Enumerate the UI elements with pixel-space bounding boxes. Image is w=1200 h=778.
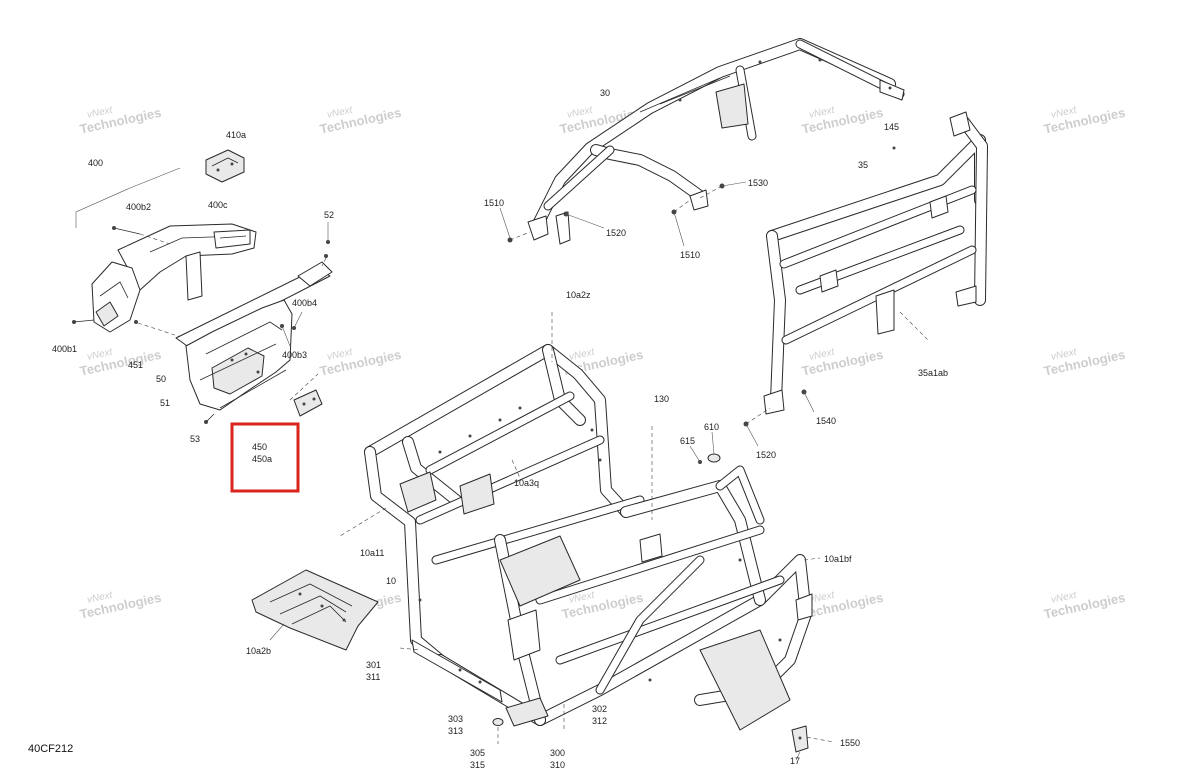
callout-312[interactable]: 312 <box>592 716 607 726</box>
callout-410a[interactable]: 410a <box>226 130 246 140</box>
svg-text:vNext: vNext <box>86 347 114 363</box>
callout-51[interactable]: 51 <box>160 398 170 408</box>
group-bracket-400 <box>75 187 131 228</box>
callout-450a[interactable]: 450a <box>252 454 272 464</box>
callout-10a2z[interactable]: 10a2z <box>566 290 591 300</box>
part-10a2b-skid-panel <box>251 569 379 651</box>
watermark: vNext Technologies <box>800 347 884 379</box>
callout-1510-a[interactable]: 1510 <box>484 198 504 208</box>
callout-10a3q[interactable]: 10a3q <box>514 478 539 488</box>
callout-310[interactable]: 310 <box>550 760 565 770</box>
svg-text:vNext: vNext <box>1050 347 1078 363</box>
part-615-screw <box>689 445 702 464</box>
watermark: vNext Technologies <box>78 347 162 379</box>
svg-text:vNext: vNext <box>566 105 594 121</box>
callout-145[interactable]: 145 <box>884 122 899 132</box>
callout-10a11[interactable]: 10a11 <box>360 548 384 558</box>
callout-1520-a[interactable]: 1520 <box>606 228 626 238</box>
part-410a-bracket <box>205 149 245 183</box>
svg-text:vNext: vNext <box>326 105 354 121</box>
highlight-450[interactable]: 450 450a <box>230 422 300 493</box>
callout-52[interactable]: 52 <box>324 210 334 220</box>
callout-35a1ab[interactable]: 35a1ab <box>918 368 948 378</box>
callout-17[interactable]: 17 <box>790 756 800 766</box>
svg-text:vNext: vNext <box>568 590 596 606</box>
part-400b1-bolt <box>72 319 95 324</box>
callout-400b3[interactable]: 400b3 <box>282 350 307 360</box>
callout-450[interactable]: 450 <box>252 442 267 452</box>
watermark: vNext Technologies <box>318 105 402 137</box>
callout-303[interactable]: 303 <box>448 714 463 724</box>
callout-130[interactable]: 130 <box>654 394 669 404</box>
part-51-plate <box>289 373 323 417</box>
watermark: vNext Technologies <box>1042 347 1126 379</box>
callout-1520-b[interactable]: 1520 <box>756 450 776 460</box>
svg-text:vNext: vNext <box>326 347 354 363</box>
svg-text:vNext: vNext <box>1050 590 1078 606</box>
svg-text:vNext: vNext <box>808 590 836 606</box>
part-400c-bumper <box>117 223 257 301</box>
callout-300[interactable]: 300 <box>550 748 565 758</box>
callout-35[interactable]: 35 <box>858 160 868 170</box>
callout-1510-b[interactable]: 1510 <box>680 250 700 260</box>
callout-53[interactable]: 53 <box>190 434 200 444</box>
watermark: vNext Technologies <box>1042 105 1126 137</box>
callout-labels: 400 410a 400b2 400c 52 400b4 400b1 451 4… <box>52 88 948 770</box>
watermark: vNext Technologies <box>78 105 162 137</box>
part-303-bushing <box>492 718 504 726</box>
callout-451[interactable]: 451 <box>128 360 143 370</box>
part-53-bolt <box>204 413 215 424</box>
callout-400b2[interactable]: 400b2 <box>126 202 151 212</box>
callout-400c[interactable]: 400c <box>208 200 228 210</box>
diagram-code: 40CF212 <box>28 743 73 755</box>
part-610-grommet <box>707 431 721 463</box>
watermark: vNext Technologies <box>318 347 402 379</box>
callout-10a1bf[interactable]: 10a1bf <box>824 554 852 564</box>
callout-313[interactable]: 313 <box>448 726 463 736</box>
callout-30[interactable]: 30 <box>600 88 610 98</box>
callout-1540[interactable]: 1540 <box>816 416 836 426</box>
callout-1550[interactable]: 1550 <box>840 738 860 748</box>
front-bumper-assembly <box>72 149 333 424</box>
highlight-box[interactable] <box>230 422 300 493</box>
part-50-bumper-frame <box>175 261 333 411</box>
callout-610[interactable]: 610 <box>704 422 719 432</box>
callout-10a2b[interactable]: 10a2b <box>246 646 271 656</box>
watermark: vNext Technologies <box>800 105 884 137</box>
callout-400b1[interactable]: 400b1 <box>52 344 77 354</box>
roll-cage-assembly-30 <box>527 38 905 245</box>
svg-text:vNext: vNext <box>568 347 596 363</box>
callout-400[interactable]: 400 <box>88 158 103 168</box>
cage-fasteners <box>499 181 747 247</box>
callout-615[interactable]: 615 <box>680 436 695 446</box>
rear-cage-fasteners <box>743 389 815 447</box>
watermark: vNext Technologies <box>1042 590 1126 622</box>
rear-cage-assembly-35 <box>763 111 988 415</box>
callout-50[interactable]: 50 <box>156 374 166 384</box>
callout-400b4[interactable]: 400b4 <box>292 298 317 308</box>
part-400b4-fastener <box>292 311 303 330</box>
svg-text:vNext: vNext <box>808 105 836 121</box>
svg-text:vNext: vNext <box>86 105 114 121</box>
svg-text:vNext: vNext <box>86 590 114 606</box>
part-400b3-fastener <box>280 324 291 347</box>
watermark: vNext Technologies <box>78 590 162 622</box>
callout-305[interactable]: 305 <box>470 748 485 758</box>
callout-10[interactable]: 10 <box>386 576 396 586</box>
callout-1530[interactable]: 1530 <box>748 178 768 188</box>
part-17-bracket <box>791 725 809 761</box>
main-chassis-frame-10 <box>364 344 813 731</box>
callout-311[interactable]: 311 <box>366 672 380 682</box>
leader-400 <box>129 167 181 189</box>
svg-text:vNext: vNext <box>808 347 836 363</box>
svg-text:vNext: vNext <box>1050 105 1078 121</box>
part-400b2-bolt <box>112 226 171 245</box>
callout-302[interactable]: 302 <box>592 704 607 714</box>
callout-315[interactable]: 315 <box>470 760 485 770</box>
part-52-bolts <box>321 222 330 267</box>
callout-301[interactable]: 301 <box>366 660 381 670</box>
part-bumper-side <box>91 261 141 333</box>
